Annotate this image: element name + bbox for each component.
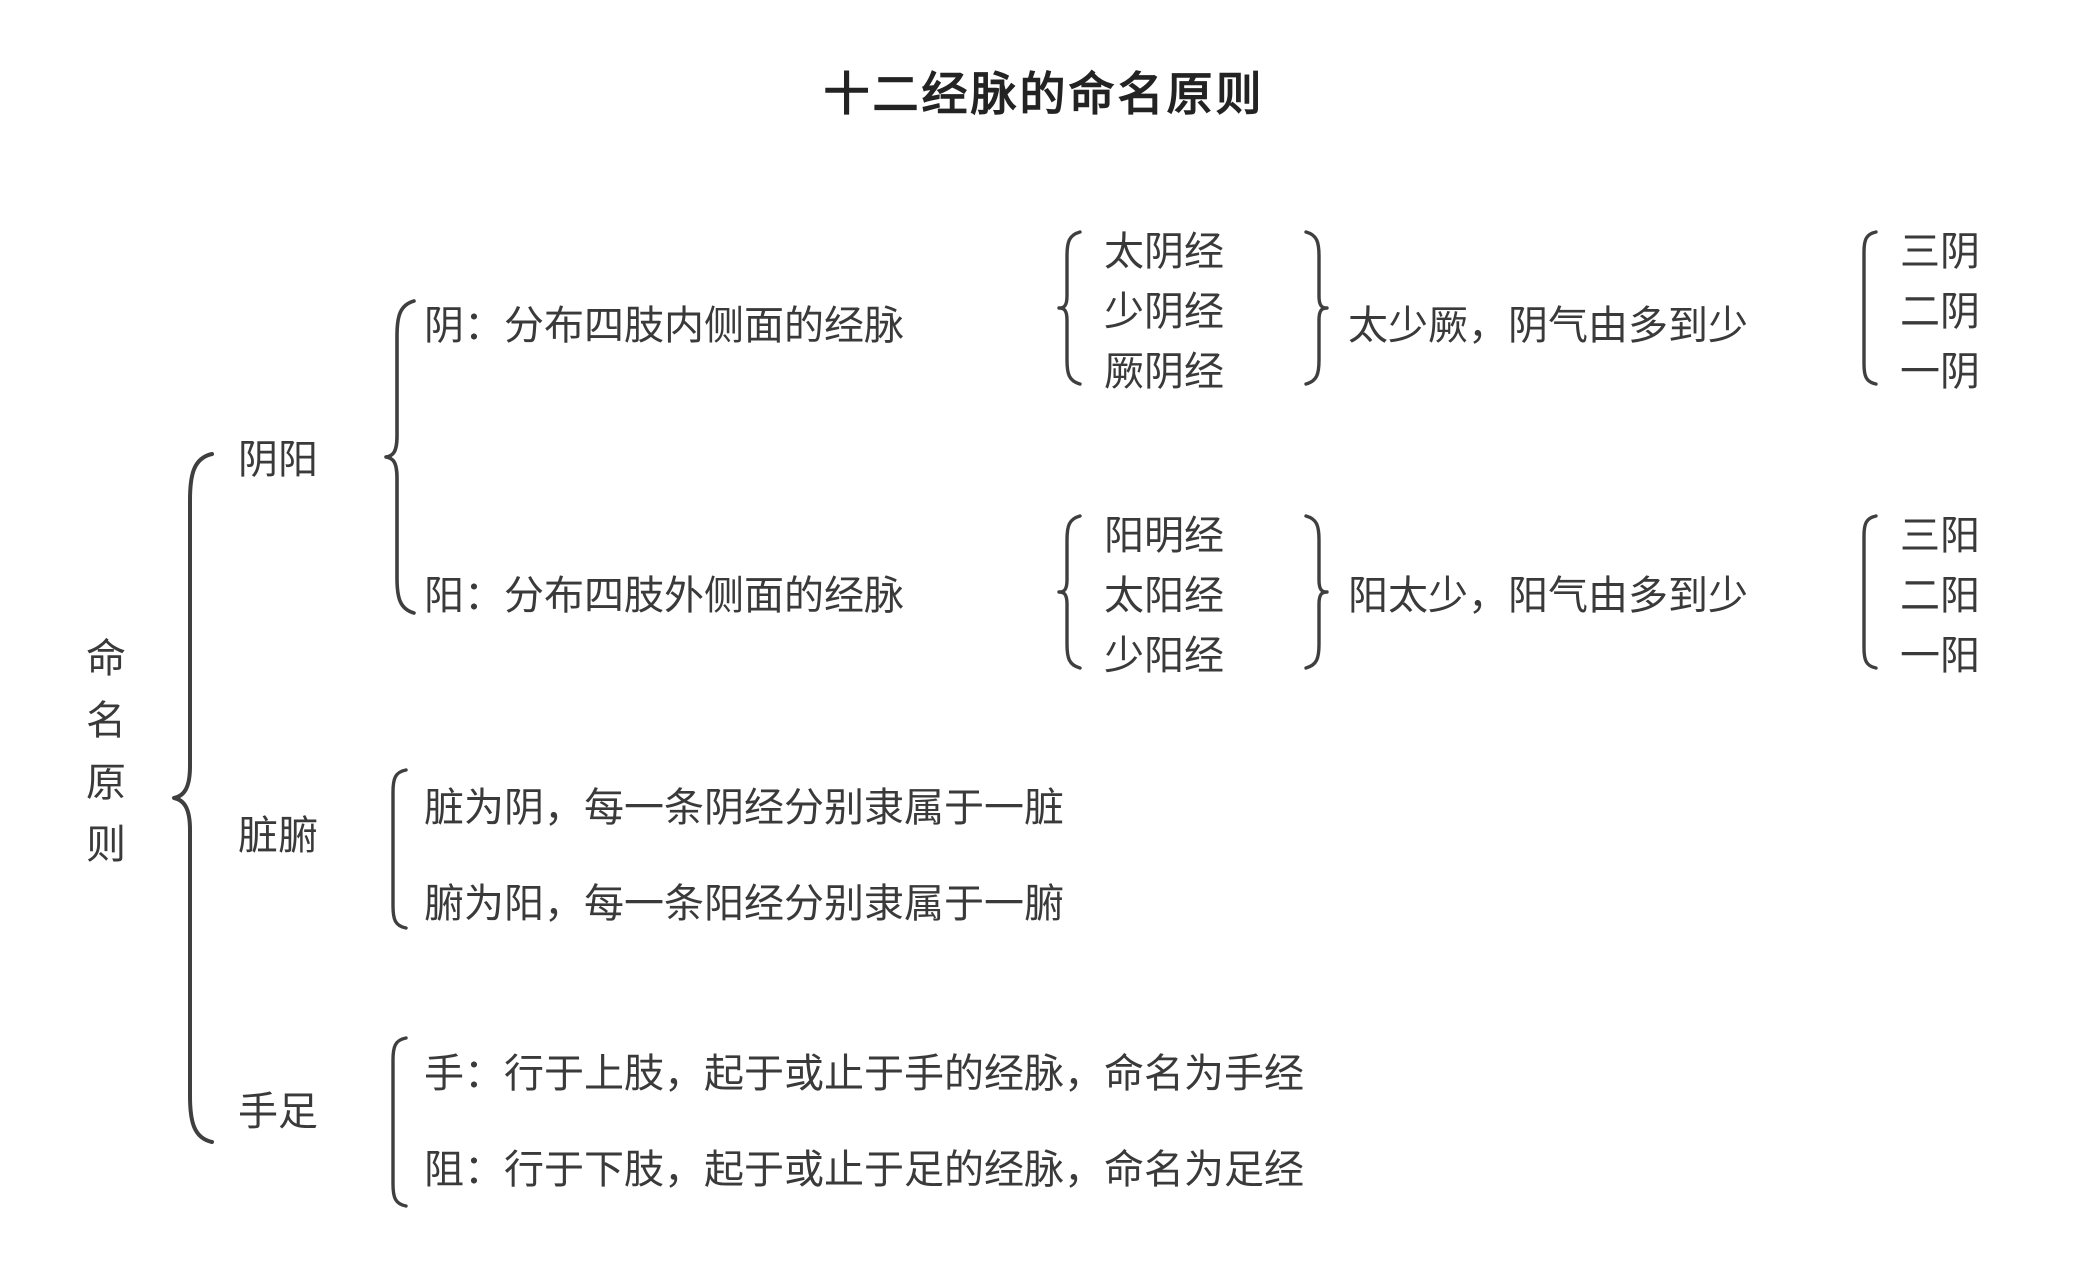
yin-degree-list: 三阴 二阴 一阴	[1900, 222, 1980, 402]
yang-degrees-bracket	[1856, 512, 1882, 672]
zangfu-bracket	[382, 766, 412, 932]
yinyang-split-brace	[382, 296, 422, 616]
list-item: 一阳	[1900, 633, 1980, 678]
list-item: 二阴	[1900, 289, 1980, 334]
list-item: 三阳	[1900, 513, 1980, 558]
list-item: 一阴	[1900, 349, 1980, 394]
list-item: 太阳经	[1104, 573, 1224, 618]
list-item: 腑为阳，每一条阳经分别隶属于一腑	[424, 881, 1064, 926]
yang-description: 阳：分布四肢外侧面的经脉	[424, 573, 904, 618]
list-item: 太阴经	[1104, 229, 1224, 274]
list-item: 厥阴经	[1104, 349, 1224, 394]
list-item: 手：行于上肢，起于或止于手的经脉，命名为手经	[424, 1051, 1304, 1096]
yin-meridian-list: 太阴经 少阴经 厥阴经	[1104, 222, 1224, 402]
root-label-char-3: 则	[86, 822, 126, 867]
yin-degrees-bracket	[1856, 228, 1882, 388]
list-item: 三阴	[1900, 229, 1980, 274]
root-label-char-0: 命	[86, 636, 126, 681]
page-title: 十二经脉的命名原则	[823, 69, 1265, 120]
yang-meridians-close-brace	[1300, 512, 1330, 672]
yang-degree-list: 三阳 二阳 一阳	[1900, 506, 1980, 686]
branch-label-yinyang: 阴阳	[238, 437, 318, 482]
branch-label-zangfu: 脏腑	[238, 813, 318, 858]
list-item: 脏为阴，每一条阴经分别隶属于一脏	[424, 785, 1064, 830]
root-label-char-2: 原	[86, 760, 126, 805]
yin-order-note: 太少厥，阴气由多到少	[1348, 303, 1748, 348]
shouzu-bracket	[382, 1034, 412, 1210]
list-item: 阻：行于下肢，起于或止于足的经脉，命名为足经	[424, 1147, 1304, 1192]
root-brace	[168, 448, 220, 1148]
yin-meridians-brace	[1056, 228, 1086, 388]
branch-label-shouzu: 手足	[238, 1089, 318, 1134]
yang-order-note: 阳太少，阳气由多到少	[1348, 573, 1748, 618]
root-label: 命 名 原 则	[76, 628, 136, 876]
yin-meridians-close-brace	[1300, 228, 1330, 388]
list-item: 阳明经	[1104, 513, 1224, 558]
zangfu-line-list: 脏为阴，每一条阴经分别隶属于一脏 腑为阳，每一条阳经分别隶属于一腑	[424, 760, 1064, 952]
yang-meridians-brace	[1056, 512, 1086, 672]
yin-description: 阴：分布四肢内侧面的经脉	[424, 303, 904, 348]
root-label-char-1: 名	[86, 698, 126, 743]
shouzu-line-list: 手：行于上肢，起于或止于手的经脉，命名为手经 阻：行于下肢，起于或止于足的经脉，…	[424, 1026, 1304, 1218]
yang-meridian-list: 阳明经 太阳经 少阳经	[1104, 506, 1224, 686]
list-item: 少阳经	[1104, 633, 1224, 678]
list-item: 少阴经	[1104, 289, 1224, 334]
list-item: 二阳	[1900, 573, 1980, 618]
